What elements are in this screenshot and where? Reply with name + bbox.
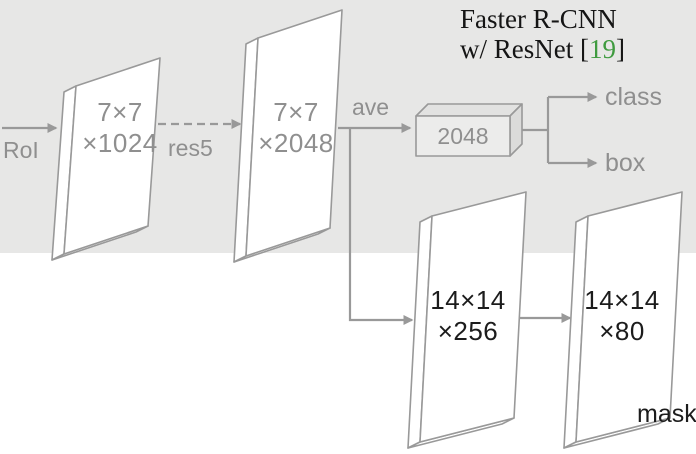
mask-branch-arrow <box>348 128 414 325</box>
plate3-dims-line1: 14×14 <box>430 285 506 315</box>
fc-2048-label: 2048 <box>437 123 489 149</box>
plate4-front-face <box>575 191 683 443</box>
res5-label: res5 <box>168 135 213 161</box>
figure-title-line2-post: ] <box>615 34 625 64</box>
plate4-dims: 14×14 ×80 <box>584 285 660 347</box>
plate-7x7x1024 <box>51 57 161 261</box>
plate4-dims-line1: 14×14 <box>584 285 660 315</box>
plate-7x7x2048 <box>233 9 343 263</box>
fc-2048-box <box>415 103 523 157</box>
class-label: class <box>605 83 662 111</box>
fc-box-front-face <box>415 115 511 157</box>
fc-box-top-face <box>415 103 523 117</box>
ave-label: ave <box>352 94 390 120</box>
mask-label: mask <box>637 400 696 428</box>
figure-title-line2-pre: w/ ResNet [ <box>460 34 589 64</box>
box-label: box <box>605 149 646 177</box>
plate2-dims: 7×7 ×2048 <box>258 97 334 159</box>
plate-14x14x256 <box>407 191 527 449</box>
plate3-dims-line2: ×256 <box>437 316 499 346</box>
plate3-front-face <box>419 191 527 443</box>
plate-14x14x80 <box>563 191 683 449</box>
plate1-front-face <box>63 57 161 255</box>
plate2-dims-line2: ×2048 <box>258 128 334 158</box>
citation-ref: 19 <box>588 34 616 64</box>
plate3-dims: 14×14 ×256 <box>430 285 506 347</box>
figure-title: Faster R-CNN w/ ResNet [19] <box>460 4 625 64</box>
roi-label: RoI <box>3 137 39 163</box>
plate2-front-face <box>245 9 343 257</box>
plate1-dims-line1: 7×7 <box>97 97 143 127</box>
figure-title-line2: w/ ResNet [19] <box>460 34 625 64</box>
plate1-dims-line2: ×1024 <box>82 128 158 158</box>
plate1-dims: 7×7 ×1024 <box>82 97 158 159</box>
plate2-dims-line1: 7×7 <box>273 97 319 127</box>
figure-title-line1: Faster R-CNN <box>460 4 617 34</box>
plate4-dims-line2: ×80 <box>599 316 645 346</box>
